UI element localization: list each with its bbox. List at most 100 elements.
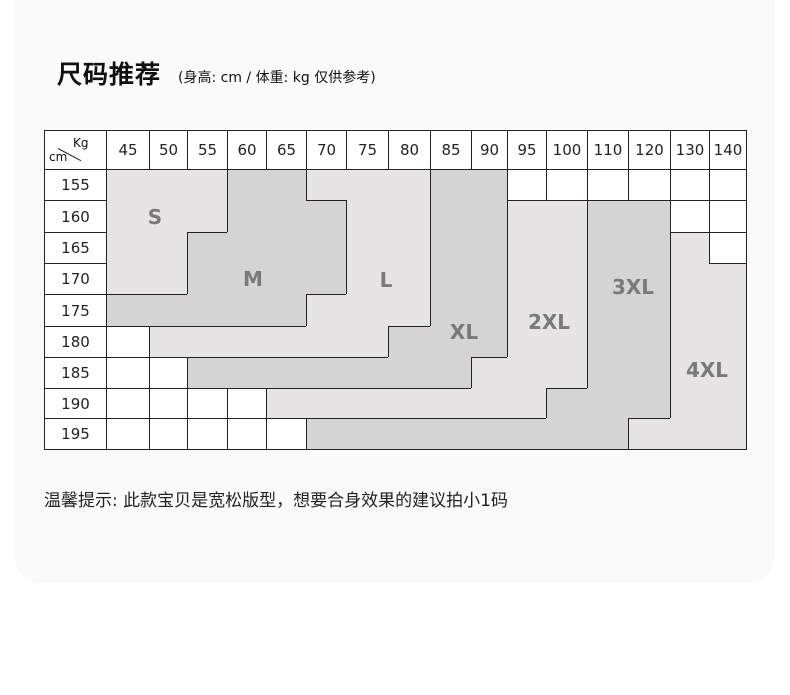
size-cell-l	[388, 263, 431, 295]
size-cell-m	[306, 232, 347, 264]
height-header: 170	[44, 263, 107, 295]
size-cell-m	[187, 263, 228, 295]
weight-header: 85	[430, 130, 472, 170]
size-cell-3xl	[587, 326, 629, 358]
empty-cell	[709, 232, 747, 264]
size-cell-m	[227, 232, 267, 264]
size-cell-xl	[471, 200, 508, 233]
empty-cell	[587, 169, 629, 201]
size-cell-s	[187, 200, 228, 233]
size-cell-l	[388, 294, 431, 327]
empty-cell	[266, 418, 307, 450]
size-cell-m	[266, 169, 307, 201]
size-label-2xl: 2XL	[527, 310, 571, 334]
size-cell-xl	[187, 357, 228, 389]
empty-cell	[187, 388, 228, 419]
size-cell-2xl	[507, 326, 547, 358]
size-cell-m	[306, 200, 347, 233]
weight-header: 130	[670, 130, 710, 170]
size-cell-3xl	[587, 232, 629, 264]
size-cell-3xl	[507, 418, 547, 450]
size-cell-m	[149, 294, 188, 327]
size-cell-2xl	[546, 294, 588, 327]
size-label-m: M	[243, 267, 263, 291]
size-cell-3xl	[587, 388, 629, 419]
empty-cell	[709, 169, 747, 201]
size-cell-3xl	[306, 418, 347, 450]
size-cell-2xl	[471, 357, 508, 389]
size-cell-3xl	[388, 418, 431, 450]
size-cell-3xl	[430, 418, 472, 450]
size-cell-4xl	[709, 294, 747, 327]
size-cell-4xl	[670, 326, 710, 358]
size-cell-2xl	[266, 388, 307, 419]
weight-header: 120	[628, 130, 671, 170]
size-cell-l	[306, 169, 347, 201]
size-cell-l	[346, 263, 389, 295]
size-cell-3xl	[628, 388, 671, 419]
height-header: 155	[44, 169, 107, 201]
empty-cell	[106, 388, 150, 419]
size-cell-xl	[430, 169, 472, 201]
size-cell-s	[149, 263, 188, 295]
size-label-3xl: 3XL	[611, 275, 655, 299]
empty-cell	[227, 418, 267, 450]
tip-text: 温馨提示: 此款宝贝是宽松版型，想要合身效果的建议拍小1码	[44, 491, 508, 511]
size-cell-3xl	[346, 418, 389, 450]
empty-cell	[149, 388, 188, 419]
height-header: 160	[44, 200, 107, 233]
size-cell-3xl	[587, 200, 629, 233]
weight-header: 55	[187, 130, 228, 170]
page-subtitle: (身高: cm / 体重: kg 仅供参考)	[178, 70, 376, 86]
size-cell-4xl	[670, 294, 710, 327]
empty-cell	[709, 200, 747, 233]
size-cell-s	[106, 169, 150, 201]
height-header: 180	[44, 326, 107, 358]
size-cell-l	[227, 326, 267, 358]
corner-height-unit: cm	[49, 150, 68, 164]
size-cell-3xl	[628, 232, 671, 264]
size-cell-l	[388, 200, 431, 233]
empty-cell	[507, 169, 547, 201]
size-cell-l	[388, 232, 431, 264]
size-cell-3xl	[587, 357, 629, 389]
empty-cell	[106, 357, 150, 389]
size-cell-xl	[430, 232, 472, 264]
size-cell-m	[266, 263, 307, 295]
size-cell-m	[227, 294, 267, 327]
size-cell-s	[106, 200, 150, 233]
weight-header: 110	[587, 130, 629, 170]
size-cell-4xl	[709, 263, 747, 295]
corner-weight-unit: Kg	[73, 136, 89, 150]
size-cell-2xl	[546, 232, 588, 264]
size-cell-l	[187, 326, 228, 358]
size-cell-4xl	[628, 418, 671, 450]
height-header: 185	[44, 357, 107, 389]
size-cell-4xl	[670, 357, 710, 389]
size-cell-3xl	[587, 263, 629, 295]
size-cell-2xl	[507, 200, 547, 233]
empty-cell	[670, 200, 710, 233]
size-cell-4xl	[709, 418, 747, 450]
weight-header: 65	[266, 130, 307, 170]
size-label-s: S	[147, 205, 163, 229]
size-cell-3xl	[628, 357, 671, 389]
size-cell-l	[388, 169, 431, 201]
size-cell-2xl	[507, 263, 547, 295]
size-cell-xl	[430, 263, 472, 295]
height-header: 165	[44, 232, 107, 264]
size-cell-2xl	[507, 232, 547, 264]
empty-cell	[187, 418, 228, 450]
size-cell-3xl	[628, 294, 671, 327]
size-cell-3xl	[587, 418, 629, 450]
size-cell-m	[266, 294, 307, 327]
empty-cell	[227, 388, 267, 419]
size-cell-2xl	[306, 388, 347, 419]
height-header: 175	[44, 294, 107, 327]
size-cell-2xl	[430, 388, 472, 419]
size-cell-3xl	[546, 418, 588, 450]
weight-header: 60	[227, 130, 267, 170]
size-cell-l	[266, 326, 307, 358]
size-cell-xl	[471, 232, 508, 264]
height-header: 195	[44, 418, 107, 450]
